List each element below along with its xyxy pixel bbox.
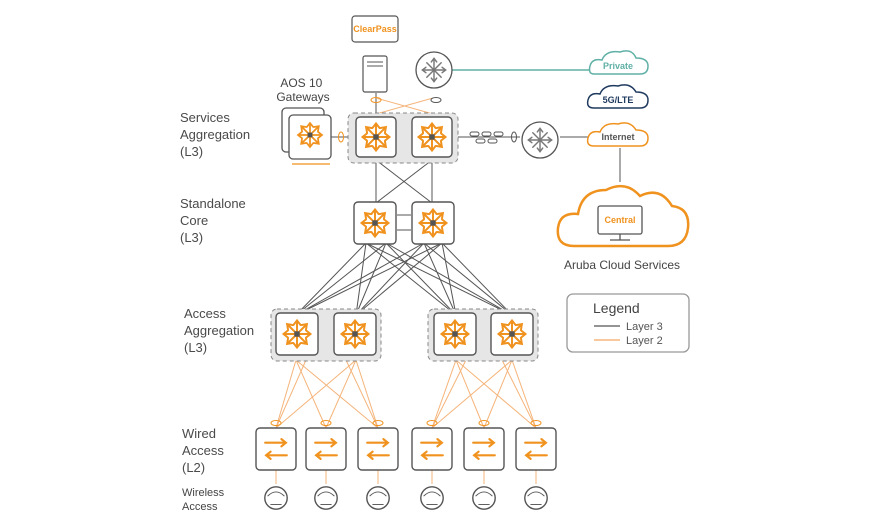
access-agg-switch-4[interactable] <box>490 312 534 356</box>
central-label: Central <box>604 215 635 225</box>
private-cloud-icon: Private <box>588 50 649 75</box>
legend: Legend Layer 3 Layer 2 <box>566 293 690 353</box>
legend-label-layer3: Layer 3 <box>626 321 663 333</box>
internet-cloud-label: Internet <box>601 132 634 142</box>
access-agg-switch-2[interactable] <box>333 312 377 356</box>
aruba-cloud-icon: Central <box>556 184 690 248</box>
wired-access-switch-1[interactable] <box>255 427 297 471</box>
wan-router-top-icon <box>415 51 453 89</box>
private-cloud-label: Private <box>603 61 633 71</box>
lte-cloud-label: 5G/LTE <box>603 95 634 105</box>
wired-access-switch-2[interactable] <box>305 427 347 471</box>
access-agg-switch-3[interactable] <box>433 312 477 356</box>
wired-access-label: Wired Access (L2) <box>182 426 228 475</box>
wired-access-switch-4[interactable] <box>411 427 453 471</box>
services-agg-switch-1[interactable] <box>355 116 397 158</box>
access-point-icon <box>472 486 496 510</box>
internet-cloud-icon: Internet <box>586 122 649 147</box>
access-point-icon <box>314 486 338 510</box>
layer2-links <box>275 97 537 484</box>
access-agg-switch-1[interactable] <box>275 312 319 356</box>
central-monitor-icon: Central <box>597 205 643 241</box>
core-switch-1[interactable] <box>353 201 397 245</box>
clearpass-server-icon: ClearPass <box>351 15 399 93</box>
wireless-access-label: Wireless Access <box>182 487 227 513</box>
services-agg-switch-2[interactable] <box>411 116 453 158</box>
access-point-icon <box>366 486 390 510</box>
aruba-cloud-services-label: Aruba Cloud Services <box>564 258 680 272</box>
standalone-core-label: Standalone Core (L3) <box>180 196 249 245</box>
services-aggregation-label: Services Aggregation (L3) <box>180 110 254 159</box>
access-aggregation-label: Access Aggregation (L3) <box>184 306 258 355</box>
clearpass-label: ClearPass <box>353 24 397 34</box>
aos10-gateway-icon <box>281 107 332 165</box>
wan-router-right-icon <box>521 121 559 159</box>
access-point-icon <box>524 486 548 510</box>
wired-access-switch-3[interactable] <box>357 427 399 471</box>
legend-label-layer2: Layer 2 <box>626 335 663 347</box>
layer3-links <box>295 93 621 316</box>
core-switch-2[interactable] <box>411 201 455 245</box>
legend-title: Legend <box>593 300 640 316</box>
gateways-label: AOS 10 Gateways <box>276 76 329 104</box>
lte-cloud-icon: 5G/LTE <box>586 84 649 109</box>
wired-access-switch-5[interactable] <box>463 427 505 471</box>
access-point-icon <box>264 486 288 510</box>
l3-lag-markers <box>430 97 517 144</box>
wired-access-switch-6[interactable] <box>515 427 557 471</box>
access-point-icon <box>420 486 444 510</box>
